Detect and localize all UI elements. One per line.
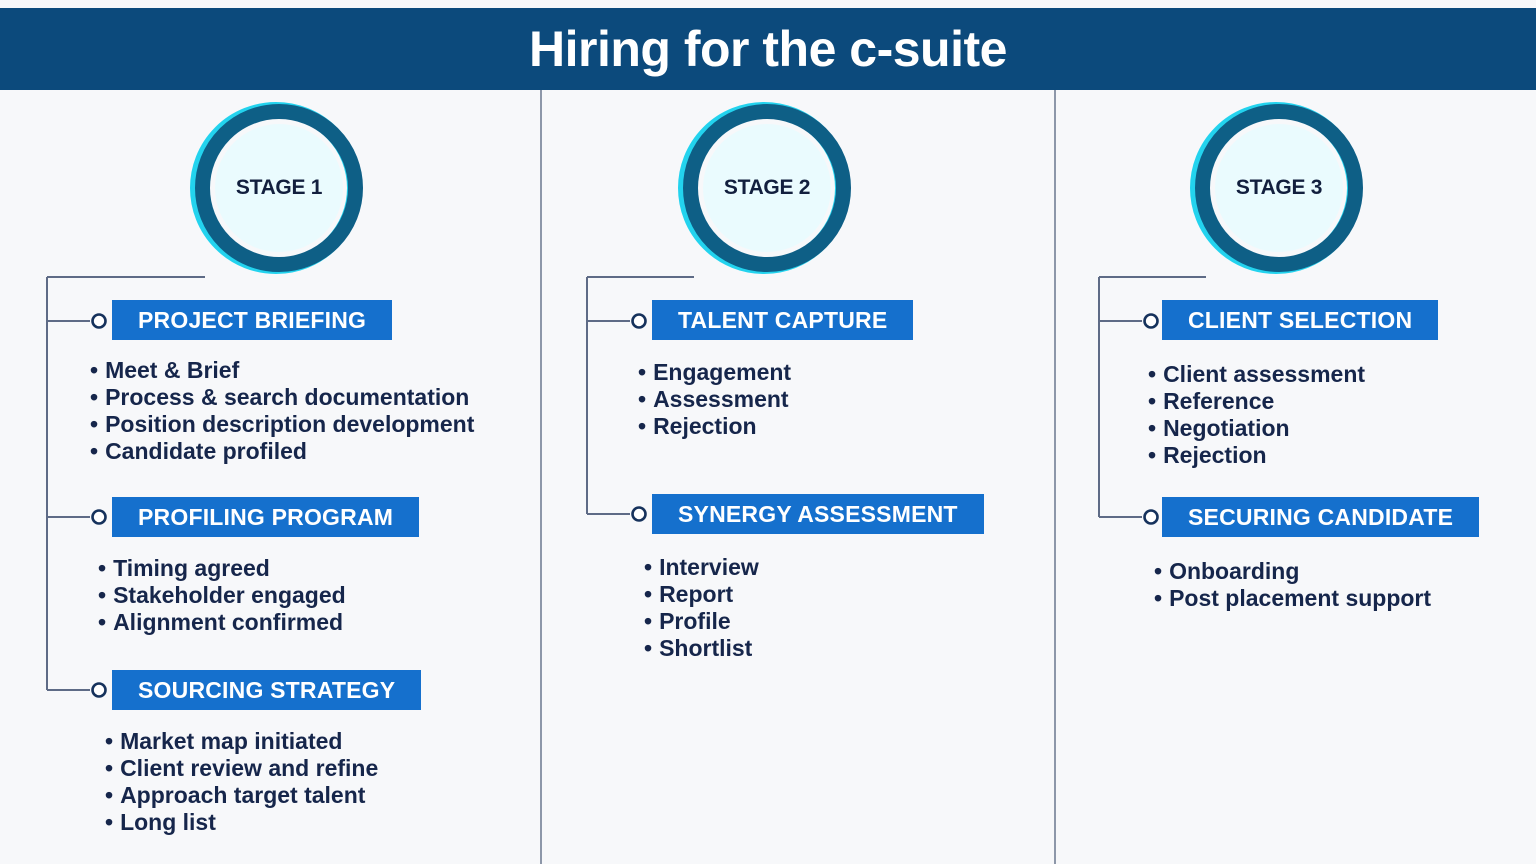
stage-label: STAGE 1 bbox=[235, 176, 323, 199]
list-item: Process & search documentation bbox=[90, 384, 474, 411]
branch-synergy-assessment: SYNERGY ASSESSMENT Interview Report Prof… bbox=[652, 494, 984, 662]
list-item: Onboarding bbox=[1154, 558, 1479, 585]
list-item: Market map initiated bbox=[105, 728, 421, 755]
stage-ring-inner: STAGE 2 bbox=[703, 124, 831, 252]
list-item: Alignment confirmed bbox=[98, 609, 419, 636]
stage-column-2: STAGE 2 TALENT CAPTURE Engagement Assess… bbox=[542, 90, 1054, 864]
stage-ring-inner: STAGE 3 bbox=[1215, 124, 1343, 252]
branch-client-selection: CLIENT SELECTION Client assessment Refer… bbox=[1162, 300, 1439, 469]
branch-bullet-list: Meet & Brief Process & search documentat… bbox=[90, 357, 474, 465]
list-item: Negotiation bbox=[1148, 415, 1438, 442]
stage-badge-1: STAGE 1 bbox=[190, 102, 370, 282]
list-item: Post placement support bbox=[1154, 585, 1479, 612]
list-item: Engagement bbox=[638, 359, 913, 386]
list-item: Profile bbox=[644, 608, 984, 635]
list-item: Rejection bbox=[1148, 442, 1438, 469]
list-item: Client assessment bbox=[1148, 361, 1438, 388]
branch-bullet-list: Engagement Assessment Rejection bbox=[638, 359, 913, 440]
list-item: Approach target talent bbox=[105, 782, 421, 809]
stage-ring-inner: STAGE 1 bbox=[215, 124, 343, 252]
list-item: Rejection bbox=[638, 413, 913, 440]
page-title: Hiring for the c-suite bbox=[529, 21, 1007, 77]
list-item: Stakeholder engaged bbox=[98, 582, 419, 609]
branch-label[interactable]: PROFILING PROGRAM bbox=[112, 497, 420, 537]
list-item: Report bbox=[644, 581, 984, 608]
list-item: Shortlist bbox=[644, 635, 984, 662]
list-item: Assessment bbox=[638, 386, 913, 413]
list-item: Long list bbox=[105, 809, 421, 836]
branch-sourcing-strategy: SOURCING STRATEGY Market map initiated C… bbox=[112, 670, 422, 836]
infographic-board: STAGE 1 PROJECT BRIEFING Meet & Brief Pr… bbox=[0, 90, 1536, 864]
list-item: Candidate profiled bbox=[90, 438, 474, 465]
branch-label[interactable]: SOURCING STRATEGY bbox=[112, 670, 422, 710]
list-item: Meet & Brief bbox=[90, 357, 474, 384]
list-item: Interview bbox=[644, 554, 984, 581]
branch-label[interactable]: PROJECT BRIEFING bbox=[112, 300, 393, 340]
list-item: Position description development bbox=[90, 411, 474, 438]
branch-bullet-list: Interview Report Profile Shortlist bbox=[644, 554, 984, 662]
branch-bullet-list: Market map initiated Client review and r… bbox=[105, 728, 421, 836]
stage-label: STAGE 2 bbox=[723, 176, 811, 199]
stage-badge-2: STAGE 2 bbox=[678, 102, 858, 282]
column-divider-1 bbox=[540, 90, 542, 864]
branch-label[interactable]: SYNERGY ASSESSMENT bbox=[652, 494, 984, 534]
branch-bullet-list: Timing agreed Stakeholder engaged Alignm… bbox=[98, 555, 419, 636]
branch-project-briefing: PROJECT BRIEFING Meet & Brief Process & … bbox=[105, 300, 474, 465]
list-item: Client review and refine bbox=[105, 755, 421, 782]
branch-bullet-list: Client assessment Reference Negotiation … bbox=[1148, 361, 1438, 469]
stage-column-3: STAGE 3 CLIENT SELECTION Client assessme… bbox=[1056, 90, 1536, 864]
column-divider-2 bbox=[1054, 90, 1056, 864]
stage-label: STAGE 3 bbox=[1235, 176, 1323, 199]
branch-bullet-list: Onboarding Post placement support bbox=[1154, 558, 1479, 612]
page-header: Hiring for the c-suite bbox=[0, 8, 1536, 90]
branch-securing-candidate: SECURING CANDIDATE Onboarding Post place… bbox=[1162, 497, 1480, 612]
stage-badge-3: STAGE 3 bbox=[1190, 102, 1370, 282]
list-item: Reference bbox=[1148, 388, 1438, 415]
branch-label[interactable]: TALENT CAPTURE bbox=[652, 300, 914, 340]
branch-talent-capture: TALENT CAPTURE Engagement Assessment Rej… bbox=[652, 300, 914, 440]
branch-label[interactable]: SECURING CANDIDATE bbox=[1162, 497, 1480, 537]
stage-column-1: STAGE 1 PROJECT BRIEFING Meet & Brief Pr… bbox=[0, 90, 540, 864]
branch-label[interactable]: CLIENT SELECTION bbox=[1162, 300, 1439, 340]
branch-profiling-program: PROFILING PROGRAM Timing agreed Stakehol… bbox=[112, 497, 420, 636]
list-item: Timing agreed bbox=[98, 555, 419, 582]
